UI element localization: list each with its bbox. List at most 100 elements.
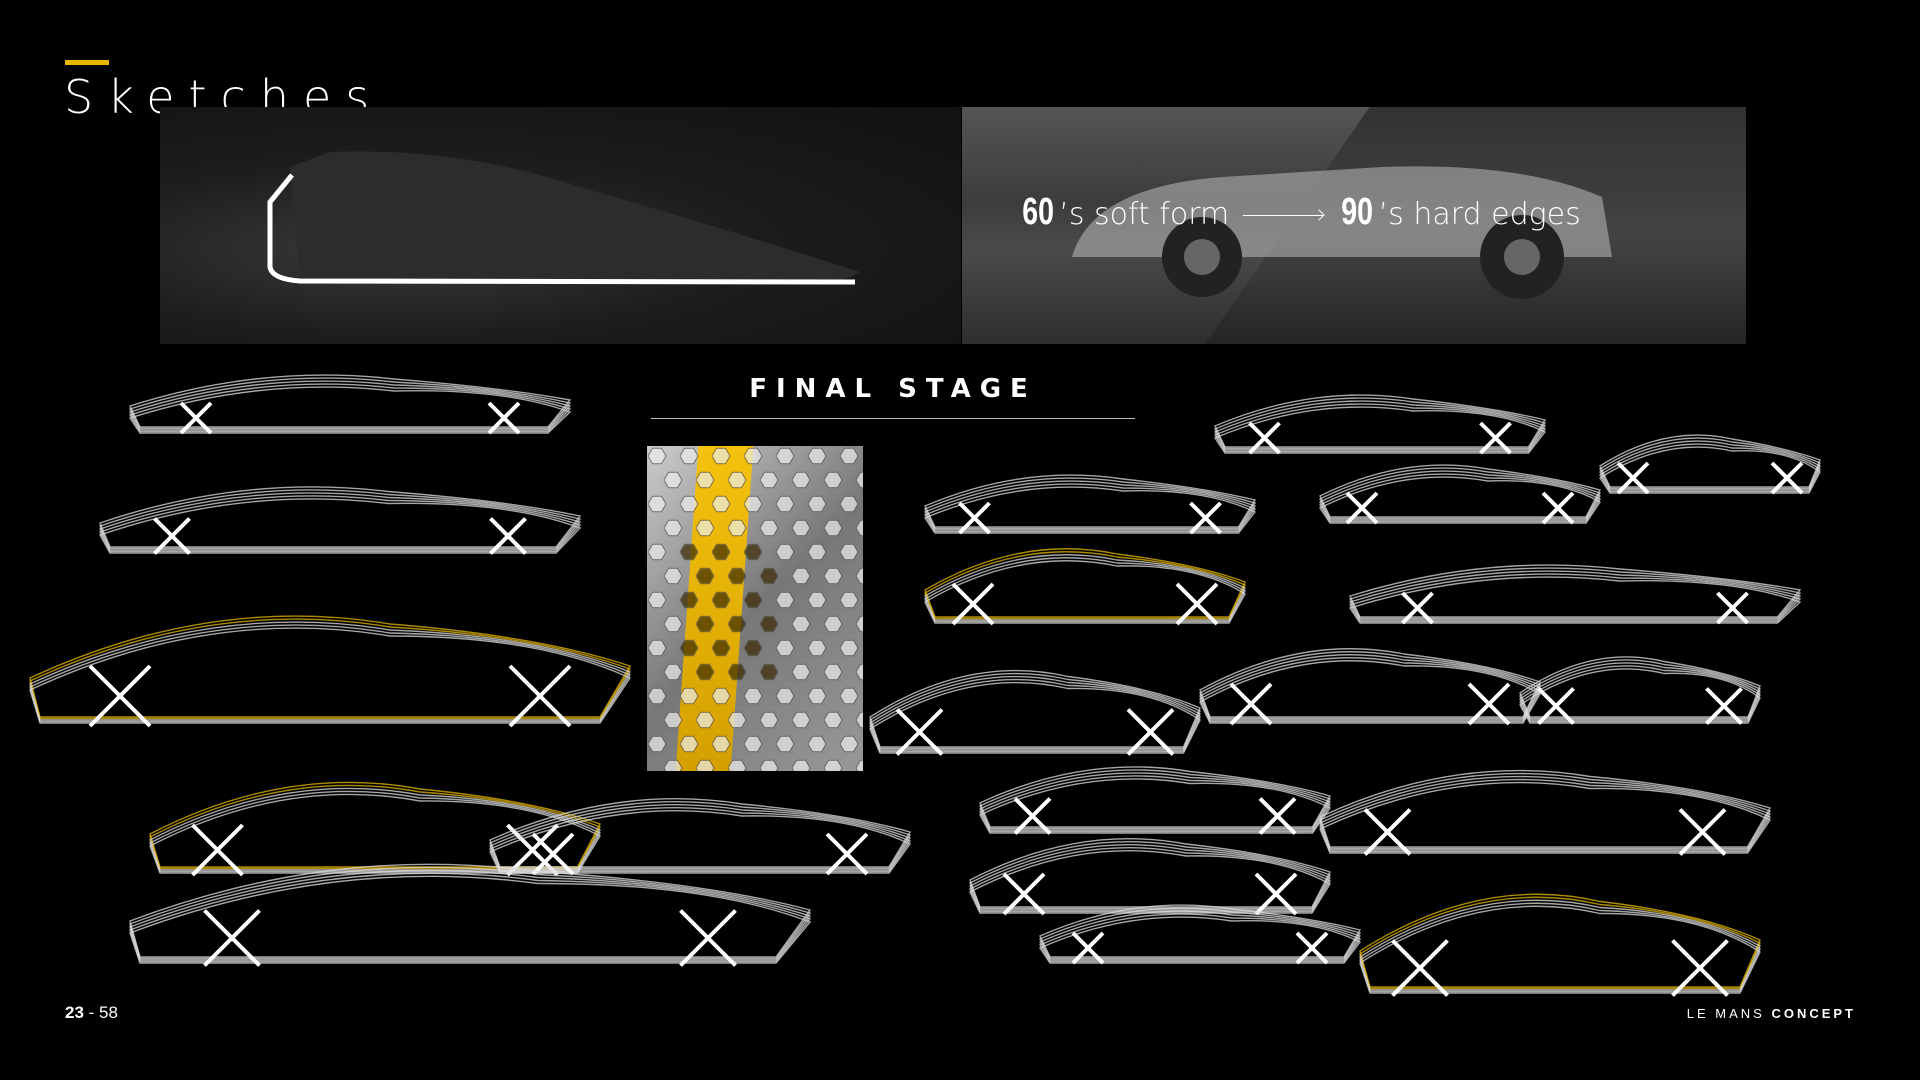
race-car-silhouette	[1072, 166, 1612, 299]
hex-cell	[759, 567, 779, 585]
page-number: 23 - 58	[65, 1003, 118, 1023]
hex-cell	[663, 759, 683, 771]
car-sketch	[1519, 656, 1761, 725]
hex-cell	[679, 639, 699, 657]
hex-cell	[839, 543, 859, 561]
hex-cell	[743, 687, 763, 705]
car-sketch	[1348, 564, 1802, 625]
hex-cell	[807, 495, 827, 513]
hex-cell	[711, 591, 731, 609]
hex-cell	[759, 615, 779, 633]
hex-cell	[807, 543, 827, 561]
total-pages: 58	[99, 1003, 118, 1022]
hex-cell	[791, 567, 811, 585]
hex-cell	[727, 471, 747, 489]
hex-cell	[711, 687, 731, 705]
hex-cell	[695, 615, 715, 633]
car-sketch	[1199, 648, 1541, 726]
hex-cell	[839, 495, 859, 513]
hex-cell	[855, 615, 863, 633]
hex-cell	[695, 663, 715, 681]
hex-cell	[695, 567, 715, 585]
hex-cell	[663, 471, 683, 489]
hex-cell	[663, 567, 683, 585]
car-sketch	[979, 766, 1332, 835]
hex-cell	[759, 519, 779, 537]
brand-label: LE MANS CONCEPT	[1687, 1006, 1856, 1021]
hex-cell	[647, 591, 667, 609]
hex-cell	[807, 447, 827, 465]
hex-cell	[823, 615, 843, 633]
hex-cell	[743, 543, 763, 561]
car-sketch	[1359, 893, 1761, 997]
section-title: FINAL STAGE	[749, 374, 1037, 404]
hex-cell	[695, 471, 715, 489]
hex-cell	[679, 735, 699, 753]
hex-cell	[663, 711, 683, 729]
section-divider	[651, 418, 1135, 419]
hex-cell	[727, 759, 747, 771]
era-90: 90	[1341, 191, 1374, 233]
hex-cell	[727, 519, 747, 537]
hex-cell	[647, 495, 667, 513]
hex-cell	[743, 639, 763, 657]
hex-cell	[663, 663, 683, 681]
hex-cell	[647, 447, 667, 465]
hex-cell	[855, 471, 863, 489]
hex-cell	[807, 639, 827, 657]
hex-cell	[791, 711, 811, 729]
hex-cell	[823, 567, 843, 585]
hex-cell	[791, 471, 811, 489]
hex-cell	[743, 447, 763, 465]
hex-cell	[775, 687, 795, 705]
car-sketch	[923, 474, 1257, 535]
car-sketch	[129, 863, 812, 967]
hex-cell	[695, 711, 715, 729]
car-sketch	[1213, 394, 1547, 455]
car-sketch	[924, 548, 1246, 626]
hex-cell	[839, 687, 859, 705]
hex-cell	[839, 447, 859, 465]
car-sketch	[969, 838, 1331, 916]
hex-cell	[679, 447, 699, 465]
hex-cell	[727, 711, 747, 729]
hex-cell	[775, 591, 795, 609]
hex-cell	[823, 519, 843, 537]
car-sketch	[489, 798, 912, 876]
hex-cell	[823, 711, 843, 729]
hex-cell	[759, 711, 779, 729]
hex-cell	[711, 735, 731, 753]
hex-cell	[647, 735, 667, 753]
hex-cell	[823, 759, 843, 771]
car-sketch	[869, 669, 1201, 756]
hex-cell	[711, 495, 731, 513]
pattern-detail-image	[647, 446, 863, 771]
hex-cell	[775, 639, 795, 657]
soft-form-text: ’s soft form	[1059, 197, 1230, 232]
hex-cell	[823, 471, 843, 489]
brand-bold: CONCEPT	[1771, 1006, 1856, 1021]
hex-cell	[791, 615, 811, 633]
hex-cell	[839, 639, 859, 657]
hex-cell	[759, 759, 779, 771]
hex-cell	[711, 447, 731, 465]
hex-cell	[679, 543, 699, 561]
hex-cell	[663, 615, 683, 633]
hex-cell	[743, 735, 763, 753]
car-sketch	[1038, 904, 1362, 965]
hex-cell	[695, 519, 715, 537]
brand-light: LE MANS	[1686, 1006, 1772, 1021]
hex-cell	[647, 543, 667, 561]
car-sketch	[98, 486, 582, 555]
hex-cell	[791, 663, 811, 681]
hex-cell	[663, 519, 683, 537]
hex-cell	[855, 567, 863, 585]
hex-cell	[759, 471, 779, 489]
hex-cell	[759, 663, 779, 681]
car-sketch	[29, 615, 632, 728]
hex-cell	[775, 735, 795, 753]
current-page: 23	[65, 1003, 84, 1022]
hex-cell	[855, 519, 863, 537]
light-blade-shape	[267, 151, 860, 285]
